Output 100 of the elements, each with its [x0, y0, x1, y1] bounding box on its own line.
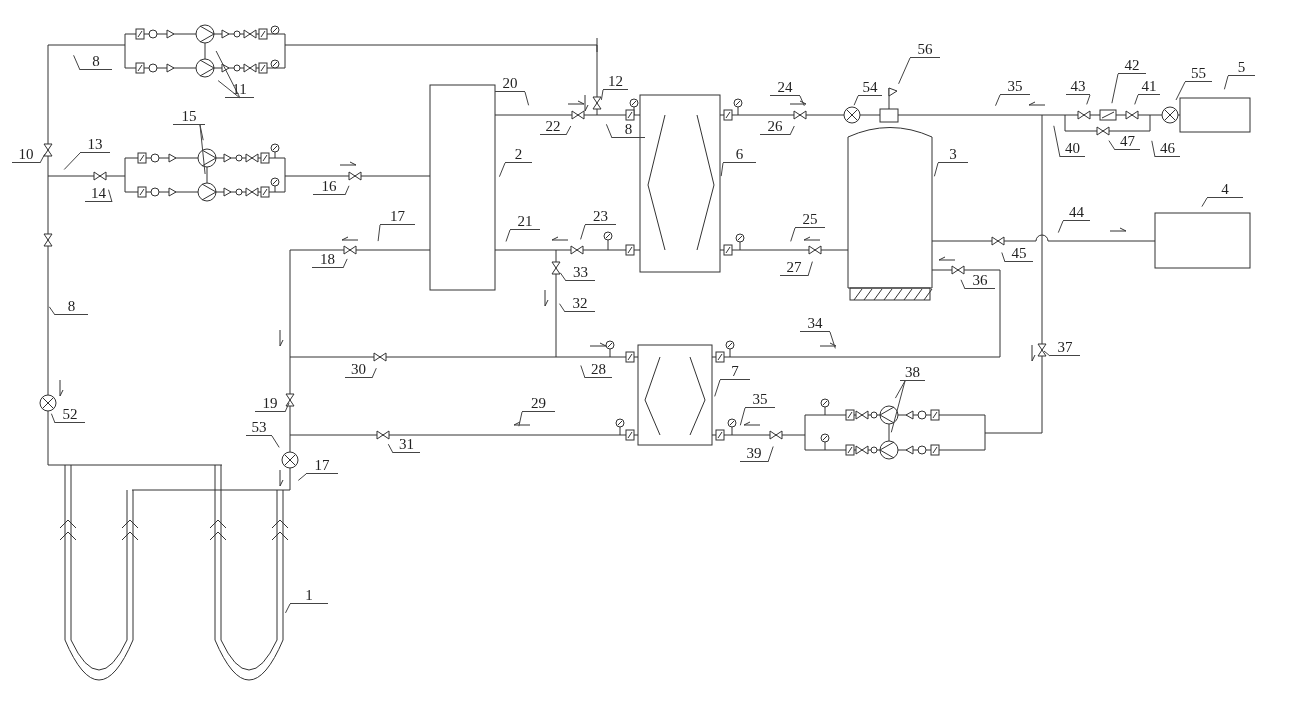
callout-number: 35	[1000, 78, 1030, 95]
leader-line	[789, 125, 795, 136]
leader-line	[344, 185, 350, 196]
callout-number: 12	[603, 73, 628, 90]
leader-line	[580, 224, 586, 240]
callout-number: 11	[225, 81, 254, 98]
callout-number: 1	[290, 587, 328, 604]
leader-line	[799, 95, 805, 107]
callout-number: 55	[1185, 65, 1212, 82]
leader-line	[1151, 140, 1156, 158]
callout-number: 23	[585, 208, 616, 225]
callout-number: 36	[965, 272, 995, 289]
callout-number: 46	[1155, 140, 1180, 157]
callout-number: 10	[12, 146, 40, 163]
leader-line	[297, 473, 307, 481]
callout-number: 19	[255, 395, 285, 412]
callout-number: 7	[720, 363, 750, 380]
leader-line	[960, 279, 966, 290]
leader-line	[285, 603, 291, 614]
leader-line	[1001, 252, 1006, 263]
callout-number: 54	[858, 79, 882, 96]
leader-line	[1057, 220, 1064, 234]
callout-number: 39	[740, 445, 768, 462]
callout-number: 26	[760, 118, 790, 135]
leader-line	[48, 306, 56, 316]
callout-number: 47	[1115, 133, 1140, 150]
leader-line	[342, 258, 348, 269]
callout-number: 18	[312, 251, 343, 268]
leader-line	[50, 413, 56, 424]
callout-number: 16	[313, 178, 345, 195]
leader-line	[215, 50, 241, 99]
leader-line	[714, 379, 721, 397]
leader-line	[605, 123, 613, 139]
callout-number: 44	[1063, 204, 1090, 221]
callout-number: 25	[795, 211, 825, 228]
leader-line	[933, 162, 939, 177]
leader-line	[377, 224, 381, 242]
leader-line	[108, 189, 113, 203]
leader-line	[387, 443, 394, 454]
callout-number: 43	[1066, 78, 1090, 95]
leader-line	[524, 91, 530, 106]
callout-number: 52	[55, 406, 85, 423]
callout-number: 38	[900, 364, 925, 381]
callout-number: 56	[910, 41, 940, 58]
leader-line	[1108, 140, 1116, 151]
leader-line	[853, 95, 859, 106]
callout-number: 3	[938, 146, 968, 163]
leader-line	[559, 303, 566, 313]
callout-number: 53	[246, 419, 272, 436]
leader-line	[790, 227, 796, 242]
callout-number: 31	[393, 436, 420, 453]
callout-number: 24	[770, 79, 800, 96]
leader-line	[1111, 73, 1119, 104]
callout-number: 20	[495, 75, 525, 92]
leader-line	[39, 153, 46, 164]
callout-number: 41	[1138, 78, 1160, 95]
callout-number: 22	[540, 118, 566, 135]
leader-line	[565, 125, 572, 136]
callout-number: 35	[745, 391, 775, 408]
leader-line	[199, 124, 206, 175]
callout-number: 17	[306, 457, 338, 474]
callout-number: 33	[566, 264, 595, 281]
leader-line	[1175, 81, 1186, 101]
leader-line	[217, 80, 241, 99]
leader-line	[995, 94, 1001, 107]
leader-line	[600, 89, 604, 101]
leader-line	[271, 435, 280, 448]
leader-line	[890, 380, 906, 433]
callout-number: 32	[565, 295, 595, 312]
leader-line	[73, 54, 81, 71]
leader-line	[371, 367, 377, 379]
leader-line	[498, 162, 506, 178]
callout-number: 6	[723, 146, 756, 163]
callout-number: 21	[510, 213, 540, 230]
leader-line	[63, 152, 81, 170]
callout-number: 28	[585, 361, 612, 378]
leader-line	[829, 331, 836, 349]
callout-number: 27	[780, 259, 808, 276]
callout-number: 15	[173, 108, 205, 125]
leader-line	[1053, 125, 1061, 158]
callout-number: 17	[380, 208, 415, 225]
callout-number: 13	[80, 136, 110, 153]
callout-number: 8	[612, 121, 645, 138]
callout-number: 45	[1005, 245, 1033, 262]
leader-line	[1086, 94, 1091, 105]
callout-number: 14	[85, 185, 112, 202]
leader-line	[1134, 94, 1139, 105]
leader-line	[580, 365, 586, 379]
leader-line	[559, 272, 567, 282]
leader-line	[894, 380, 906, 399]
callout-number: 34	[800, 315, 830, 332]
callout-number: 2	[505, 146, 532, 163]
leader-line	[1201, 197, 1208, 208]
leader-line	[518, 411, 523, 427]
leader-line	[1223, 75, 1229, 90]
leader-line	[284, 402, 290, 413]
leader-line	[807, 261, 813, 277]
leader-line	[767, 446, 774, 463]
leader-line	[898, 57, 911, 85]
callout-number: 5	[1228, 59, 1255, 76]
